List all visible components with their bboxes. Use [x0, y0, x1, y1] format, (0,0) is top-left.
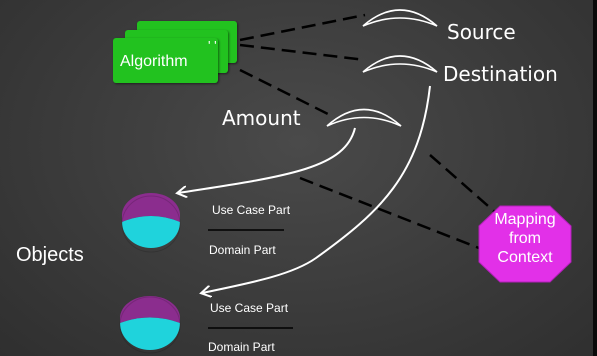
connector-algorithm-destination — [239, 43, 366, 62]
mapping-line-1: Mapping — [494, 211, 556, 228]
mapping-line-2: from — [509, 230, 541, 247]
mapping-line-3: Context — [497, 249, 553, 266]
objects-label: Objects — [16, 244, 84, 266]
source-role-shape — [362, 9, 438, 27]
object-1-domain-part: Domain Part — [209, 243, 276, 257]
connector-algorithm-amount — [239, 68, 333, 118]
mapping-octagon — [478, 205, 572, 283]
object-1-use-case-part: Use Case Part — [212, 203, 291, 217]
arrow-destination-to-object1 — [202, 85, 431, 293]
connector-destination-mapping — [429, 154, 496, 213]
object-2-domain-part: Domain Part — [208, 340, 275, 354]
object-1-shape — [121, 193, 181, 253]
object-2-shape — [119, 296, 181, 354]
connector-algorithm-source — [239, 13, 366, 42]
arrow-amount-to-object1 — [178, 127, 356, 193]
amount-role-shape — [326, 108, 402, 127]
algorithm-box-front — [113, 38, 218, 83]
algorithm-label: Algorithm — [120, 53, 188, 70]
algorithm-stack-marks: ' ' — [208, 38, 217, 53]
amount-label: Amount — [222, 106, 301, 130]
right-edge-border — [593, 0, 597, 356]
mapping-text: Mapping from Context — [479, 210, 571, 267]
connector-amount-mapping — [299, 176, 485, 252]
destination-role-shape — [362, 55, 438, 73]
destination-label: Destination — [443, 62, 558, 86]
source-label: Source — [447, 20, 516, 44]
object-2-use-case-part: Use Case Part — [210, 301, 289, 315]
